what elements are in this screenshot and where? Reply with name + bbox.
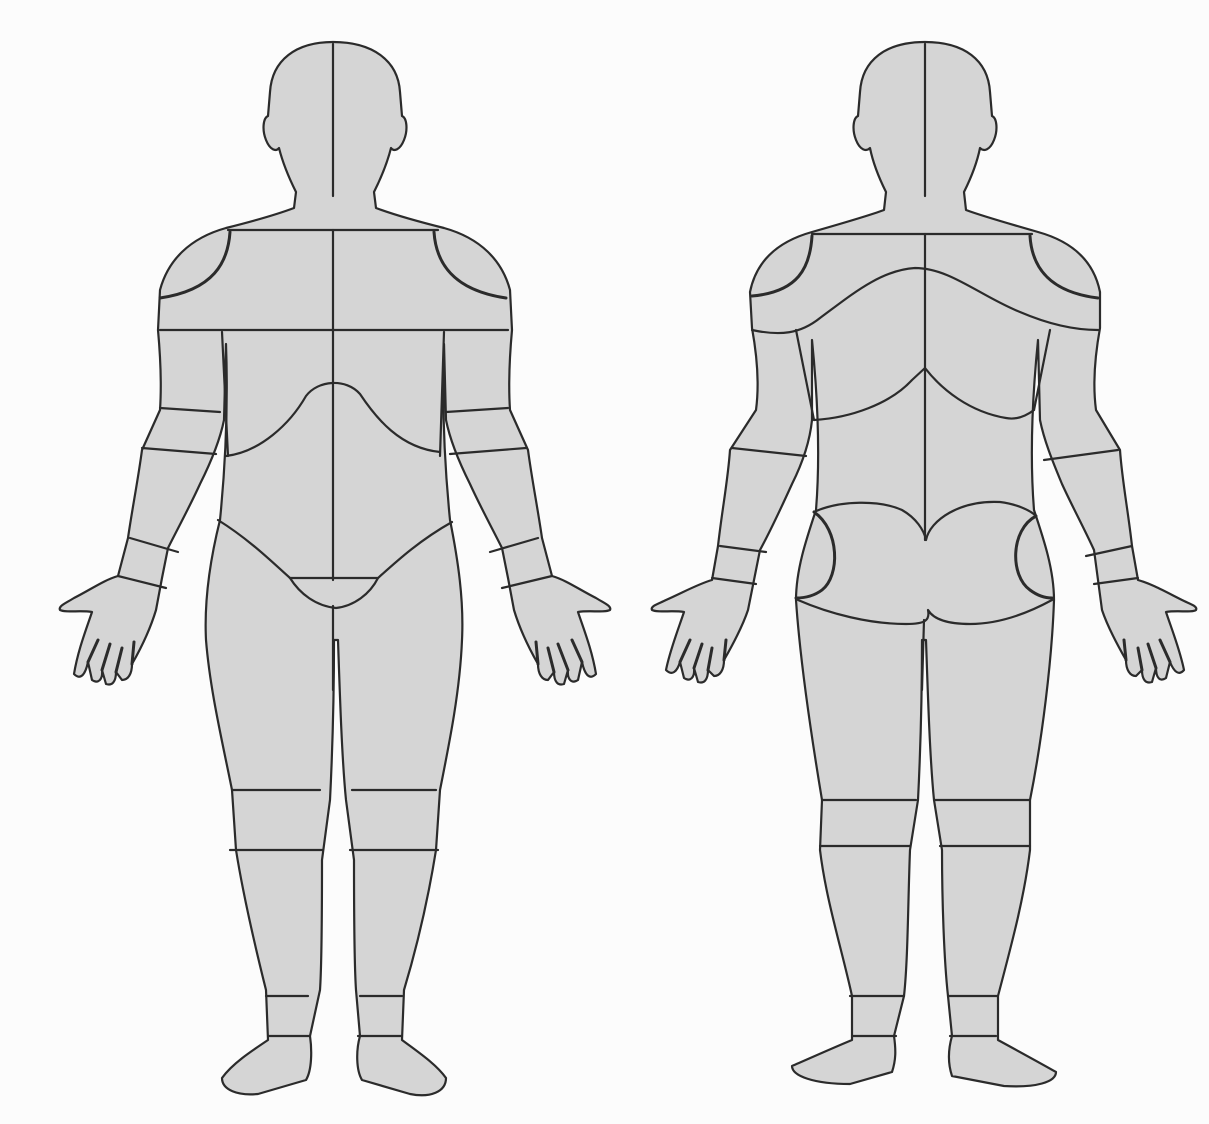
front-silhouette	[60, 42, 611, 1095]
back-figure	[652, 42, 1197, 1086]
front-figure	[60, 42, 611, 1095]
back-silhouette	[652, 42, 1197, 1086]
